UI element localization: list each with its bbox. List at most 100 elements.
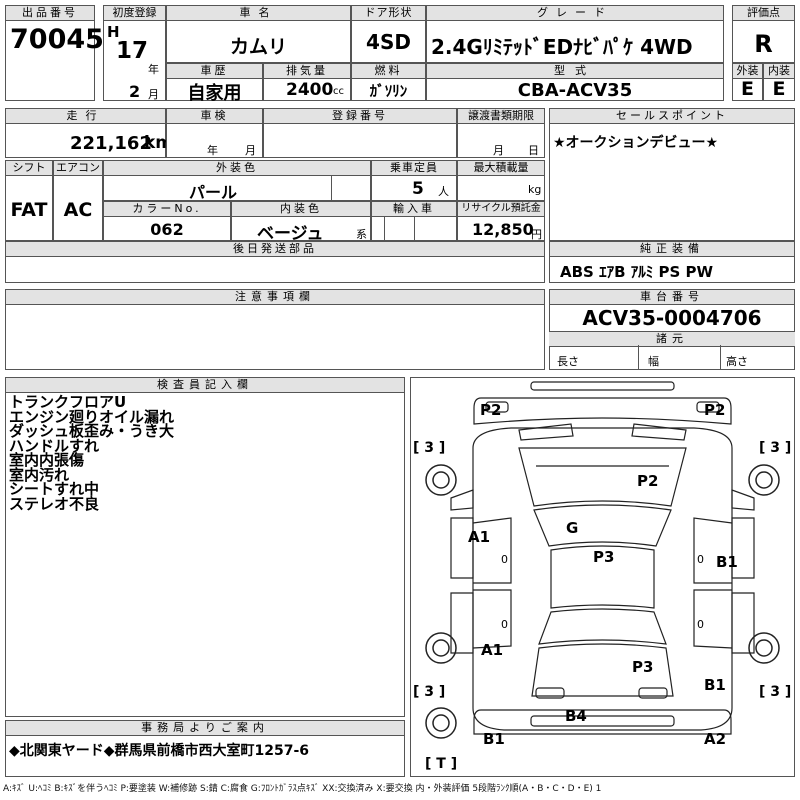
- ext-score-value: E: [741, 78, 754, 100]
- import-box: 輸入車: [371, 201, 457, 241]
- inspector-note: トランクフロアU: [9, 393, 127, 411]
- import-label: 輸入車: [371, 201, 457, 217]
- ext-score-label: 外装: [732, 63, 763, 79]
- equipment-label: 純正装備: [549, 241, 795, 257]
- max-load-unit: kg: [528, 183, 542, 196]
- first-reg-year-unit: 年: [148, 63, 159, 76]
- notes-label: 注意事項欄: [5, 289, 545, 305]
- inspector-note: ステレオ不良: [9, 494, 100, 513]
- door-label: ドア形状: [351, 5, 426, 21]
- office-text: ◆北関東ヤード◆群馬県前橋市西大室町1257-6: [9, 743, 310, 759]
- color-no-value: 062: [150, 220, 184, 239]
- first-reg-month-unit: 月: [148, 88, 159, 101]
- inspector-notes-list: トランクフロアU エンジン廻りオイル漏れ ダッシュ板歪み・うき大 ハンドルすれ …: [9, 395, 174, 511]
- displacement-value: 2400: [286, 80, 334, 100]
- dims-height: 高さ: [726, 355, 748, 368]
- int-score-label: 内装: [763, 63, 795, 79]
- dims-width: 幅: [648, 355, 659, 368]
- history-box: 車歴 自家用: [166, 63, 263, 104]
- ac-box: エアコン AC: [53, 160, 103, 241]
- lot-box: 出品番号 70045: [5, 5, 104, 101]
- history-label: 車歴: [166, 63, 263, 79]
- recycle-value: 12,850: [472, 220, 534, 239]
- equipment-value: ABS ｴｱB ｱﾙﾐ PS PW: [560, 263, 714, 281]
- panel-zero: 0: [697, 618, 704, 631]
- ext-color-label: 外装色: [103, 160, 371, 176]
- sales-point-label: セールスポイント: [549, 108, 795, 124]
- first-reg-year: 17: [116, 38, 149, 64]
- inspection-label: 車検: [166, 108, 263, 124]
- first-reg-era: H: [107, 23, 120, 41]
- chassis-box: 車台番号 ACV35-0004706 諸元 長さ 幅 高さ: [549, 289, 795, 370]
- inspector-note: エンジン廻りオイル漏れ: [9, 407, 175, 426]
- dims-label: 諸元: [549, 331, 795, 347]
- sales-point-box: セールスポイント ★オークションデビュー★: [549, 108, 795, 241]
- first-reg-box: 初度登録 H 17 年 2 月: [103, 5, 166, 101]
- displacement-unit: cc: [333, 86, 344, 97]
- chassis-value: ACV35-0004706: [582, 306, 762, 330]
- history-value: 自家用: [187, 83, 242, 104]
- chassis-label: 車台番号: [549, 289, 795, 305]
- inspector-note: 室内内張傷: [9, 451, 85, 469]
- inspector-box: 検査員記入欄 トランクフロアU エンジン廻りオイル漏れ ダッシュ板歪み・うき大 …: [5, 377, 405, 717]
- lot-label: 出品番号: [5, 5, 95, 21]
- reg-number-label: 登録番号: [263, 108, 457, 124]
- car-name-value: カムリ: [229, 36, 287, 58]
- transfer-label: 譲渡書類期限: [457, 108, 545, 124]
- capacity-label: 乗車定員: [371, 160, 457, 176]
- door-box: ドア形状 4SD: [351, 5, 426, 63]
- mileage-label: 走行: [5, 108, 166, 124]
- displacement-box: 排気量 2400 cc: [263, 63, 351, 101]
- diagram-bracket: [ 3 ]: [413, 440, 446, 456]
- shift-box: シフト FAT: [5, 160, 53, 241]
- dims-length: 長さ: [557, 355, 579, 368]
- ext-score-box: 外装 E: [732, 63, 763, 101]
- model-value: CBA-ACV35: [517, 80, 633, 101]
- car-diagram: [ 3 ] [ 3 ] [ 3 ] [ 3 ] [ T ] P2 P2 P2 G…: [410, 377, 795, 777]
- inspector-note: 室内汚れ: [9, 465, 70, 484]
- score-value: R: [754, 30, 773, 58]
- damage-mark: B1: [483, 730, 505, 748]
- car-name-label: 車名: [166, 5, 351, 21]
- inspection-month-unit: 月: [245, 144, 256, 157]
- capacity-box: 乗車定員 5 人: [371, 160, 457, 201]
- inspector-note: シートすれ中: [9, 480, 100, 498]
- recycle-label: リサイクル預託金: [457, 201, 545, 217]
- damage-mark: A1: [468, 528, 491, 546]
- ac-value: AC: [63, 199, 93, 221]
- mileage-unit: km: [144, 133, 174, 153]
- later-parts-label: 後日発送部品: [5, 241, 545, 257]
- diagram-bracket: [ 3 ]: [759, 684, 792, 700]
- reg-number-box: 登録番号: [263, 108, 457, 158]
- damage-mark: P2: [704, 401, 726, 419]
- inspector-note: ダッシュ板歪み・うき大: [9, 422, 175, 440]
- lot-value: 70045: [10, 24, 104, 55]
- displacement-label: 排気量: [263, 63, 351, 79]
- panel-zero: 0: [501, 553, 508, 566]
- later-parts-box: 後日発送部品: [5, 241, 545, 283]
- first-reg-month: 2: [129, 82, 141, 101]
- fuel-value: ｶﾞｿﾘﾝ: [369, 82, 408, 100]
- panel-zero: 0: [501, 618, 508, 631]
- inspection-year-unit: 年: [207, 144, 218, 157]
- shift-label: シフト: [5, 160, 53, 176]
- grade-box: グレード 2.4GﾘﾐﾃｯﾄﾞEDﾅﾋﾞﾊﾟｹ 4WD: [426, 5, 724, 63]
- color-no-label: カラーNo.: [103, 201, 231, 217]
- int-color-value: ベージュ: [257, 224, 324, 244]
- car-name-box: 車名 カムリ: [166, 5, 351, 63]
- sales-point-text: ★オークションデビュー★: [553, 135, 719, 151]
- damage-mark: P3: [632, 658, 654, 676]
- door-value: 4SD: [366, 30, 411, 54]
- int-color-unit: 系: [356, 228, 367, 241]
- fuel-box: 燃料 ｶﾞｿﾘﾝ: [351, 63, 426, 101]
- score-box: 評価点 R: [732, 5, 795, 63]
- score-label: 評価点: [732, 5, 795, 21]
- notes-box: 注意事項欄: [5, 289, 545, 370]
- int-score-box: 内装 E: [763, 63, 795, 101]
- inspection-box: 車検 年 月: [166, 108, 263, 158]
- model-box: 型式 CBA-ACV35: [426, 63, 724, 101]
- grade-value: 2.4GﾘﾐﾃｯﾄﾞEDﾅﾋﾞﾊﾟｹ 4WD: [431, 35, 693, 59]
- transfer-month-unit: 月: [493, 144, 504, 157]
- grade-label: グレード: [426, 5, 724, 21]
- mileage-box: 走行 221,162 km: [5, 108, 173, 158]
